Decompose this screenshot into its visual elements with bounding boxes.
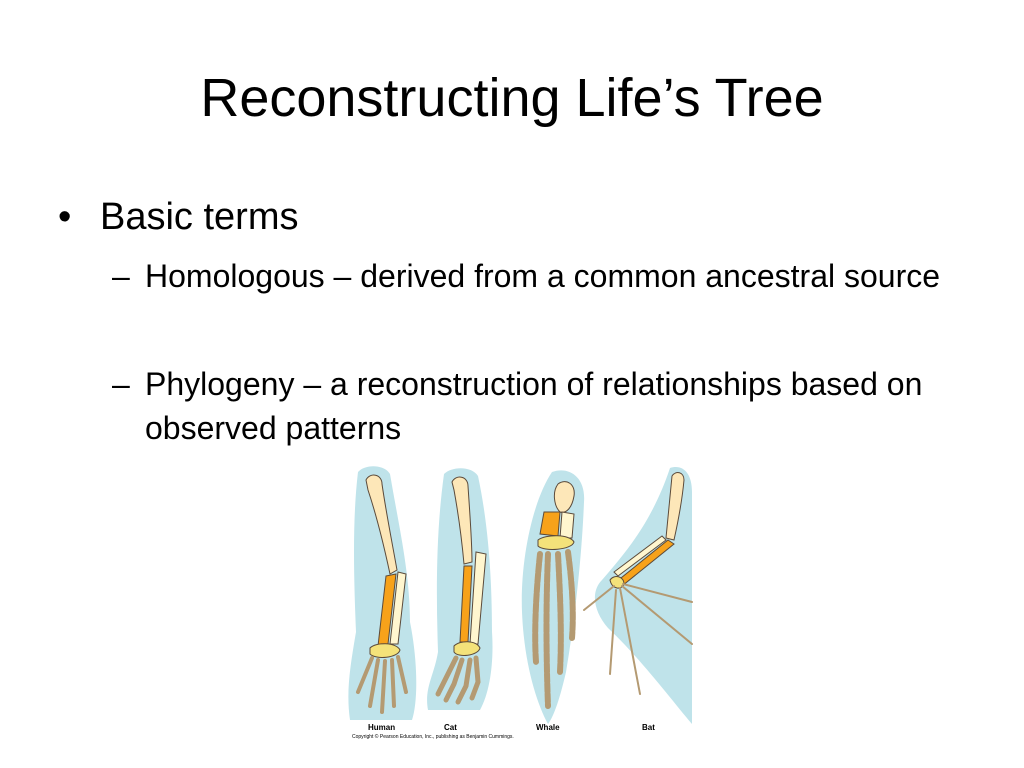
label-human: Human [368, 723, 395, 732]
bullet-marker: • [58, 196, 72, 238]
label-cat: Cat [444, 723, 457, 732]
slide-title: Reconstructing Life’s Tree [200, 68, 824, 128]
bullet-basic-terms: • Basic terms [58, 194, 298, 240]
human-carpals [369, 643, 401, 658]
label-whale: Whale [536, 723, 560, 732]
whale-humerus [553, 481, 575, 513]
homologous-limbs-figure: Human Cat Whale Bat Copyright © Pearson … [348, 466, 693, 740]
bat-limb-illustration [583, 467, 693, 724]
subpoint-phylogeny: – Phylogeny – a reconstruction of relati… [112, 362, 992, 450]
whale-ulna [559, 511, 575, 539]
human-limb-illustration [348, 466, 417, 720]
figure-credit: Copyright © Pearson Education, Inc., pub… [352, 733, 514, 740]
cat-phalanges [435, 655, 481, 705]
human-ulna [389, 571, 407, 645]
whale-limb-illustration [521, 470, 585, 724]
bat-ulna [613, 535, 667, 577]
cat-humerus [451, 476, 473, 565]
cat-limb-illustration [427, 468, 493, 710]
subpoint-dash: – [112, 258, 130, 294]
human-phalanges [356, 655, 408, 714]
label-bat: Bat [642, 723, 655, 732]
subpoint-text: Homologous – derived from a common ances… [145, 258, 941, 294]
cat-ulna [469, 551, 487, 645]
subpoint-dash: – [112, 366, 130, 402]
whale-phalanges [532, 549, 576, 709]
cat-carpals [453, 641, 481, 656]
bullet-text: Basic terms [100, 196, 299, 238]
human-humerus [365, 474, 398, 575]
subpoint-text: Phylogeny – a reconstruction of relation… [145, 366, 923, 446]
subpoint-homologous: – Homologous – derived from a common anc… [112, 254, 992, 298]
bat-phalanges [583, 583, 693, 695]
whale-carpals [537, 535, 575, 550]
bat-humerus [665, 472, 685, 541]
whale-radius [539, 511, 561, 537]
